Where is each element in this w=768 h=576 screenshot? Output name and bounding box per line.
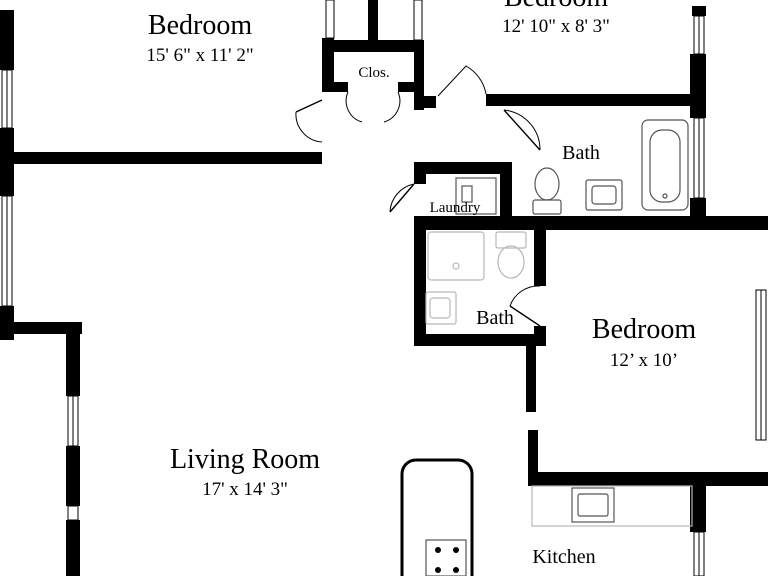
door-closet-left	[345, 91, 363, 123]
room-bath-lower-name: Bath	[476, 307, 514, 329]
wall-bedroom-right-left-b	[528, 430, 538, 484]
room-bedroom-right-dims: 12’ x 10’	[610, 350, 678, 371]
wall-laundry-top	[414, 162, 512, 174]
wall-closet-right	[414, 40, 424, 110]
wall-living-left-c	[66, 520, 80, 576]
room-bedroom-top-right-dims: 12' 10" x 8' 3"	[502, 16, 610, 37]
wall-closet-bottom-a	[322, 82, 348, 92]
toilet-icon-lower	[497, 245, 525, 279]
shower-icon	[427, 231, 485, 281]
door-bath-upper	[503, 109, 541, 151]
wall-bath-lower-right-a	[534, 216, 546, 286]
wall-bedroom-right-left	[526, 342, 536, 412]
door-bedroom-top-right	[437, 65, 487, 97]
sink-icon-upper	[585, 179, 623, 211]
room-bedroom-top-right-name: Bedroom	[504, 0, 608, 13]
wall-bath-lower-bottom	[414, 334, 544, 346]
room-bedroom-top-left-name: Bedroom	[148, 10, 252, 41]
room-bedroom-right-name: Bedroom	[592, 314, 696, 345]
room-laundry-name: Laundry	[430, 200, 481, 216]
kitchen-island	[400, 458, 474, 576]
wall-bath-upper-left	[500, 162, 512, 220]
wall-left-top	[0, 10, 14, 70]
door-bath-lower	[509, 285, 541, 307]
bathtub-icon	[641, 119, 689, 211]
window-top-2	[413, 0, 423, 41]
wall-middle-row	[414, 216, 768, 230]
room-closet-name: Clos.	[358, 65, 389, 81]
wall-living-left-a	[66, 322, 80, 396]
window-top-1	[325, 0, 335, 39]
wall-bedroom-right-bottom	[528, 472, 768, 486]
wall-left-low	[0, 306, 14, 340]
wall-living-left-b	[66, 446, 80, 506]
burner-icon	[435, 547, 441, 553]
wall-hall-stub	[414, 96, 436, 108]
wall-right-ext-top	[690, 54, 706, 118]
wall-closet-stub	[368, 0, 378, 44]
wall-right-ext-low	[690, 478, 706, 532]
window-living-left-2	[67, 505, 79, 521]
wall-closet-bottom-b	[398, 82, 424, 92]
kitchen-sink-icon	[571, 487, 615, 523]
wall-bath-lower-right-b	[534, 326, 546, 346]
sink-icon-lower	[425, 291, 457, 325]
room-living-name: Living Room	[170, 444, 320, 475]
wall-top-bedroom-bottom	[486, 94, 696, 106]
wall-bath-lower-left	[414, 216, 426, 346]
labels: Bedroom 15' 6" x 11' 2" Bedroom 12' 10" …	[146, 0, 696, 568]
wall-right-ext-upper	[690, 198, 706, 216]
door-closet-right	[383, 91, 401, 123]
door-bedroom-top-left	[295, 111, 323, 143]
room-bedroom-top-left-dims: 15' 6" x 11' 2"	[146, 45, 253, 66]
fixtures	[400, 119, 693, 576]
doors	[295, 65, 541, 327]
wall-right-ext-stub	[692, 6, 706, 16]
washer-icon	[455, 177, 497, 215]
room-living-dims: 17' x 14' 3"	[202, 479, 288, 500]
door-laundry	[389, 183, 415, 213]
room-bath-upper-name: Bath	[562, 142, 600, 164]
wall-left-mid	[0, 128, 14, 196]
toilet-icon-upper	[534, 167, 560, 201]
wall-closet-top	[322, 40, 424, 52]
wall-laundry-left	[414, 162, 426, 184]
wall-living-jog	[14, 322, 82, 334]
wall-bedroom-living	[14, 152, 322, 164]
kitchen-counter	[531, 485, 693, 527]
room-kitchen-name: Kitchen	[532, 546, 595, 568]
